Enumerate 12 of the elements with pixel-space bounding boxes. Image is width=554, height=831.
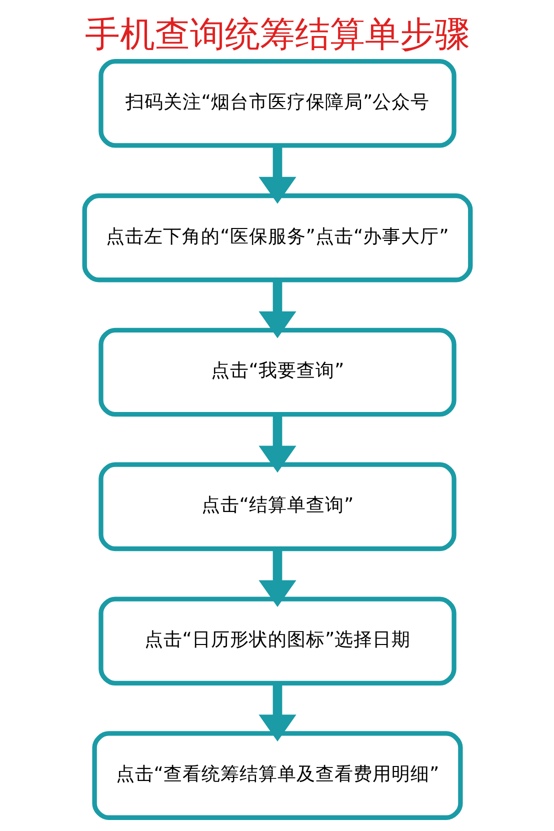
- node-box: 点击“查看统筹结算单及查看费用明细”: [92, 731, 462, 820]
- node-box: 扫码关注“烟台市医疗保障局”公众号: [98, 58, 456, 148]
- arrow: [258, 548, 296, 608]
- node-box: 点击“日历形状的图标”选择日期: [98, 596, 456, 686]
- arrow: [258, 414, 296, 473]
- arrow: [258, 280, 296, 338]
- arrow: [258, 146, 296, 204]
- diagram-title: 手机查询统筹结算单步骤: [84, 14, 470, 56]
- node-box: 点击“结算单查询”: [98, 462, 456, 552]
- node-box: 点击“我要查询”: [98, 328, 456, 417]
- node-box: 点击左下角的“医保服务”点击“办事大厅”: [82, 193, 472, 282]
- arrow: [258, 683, 296, 742]
